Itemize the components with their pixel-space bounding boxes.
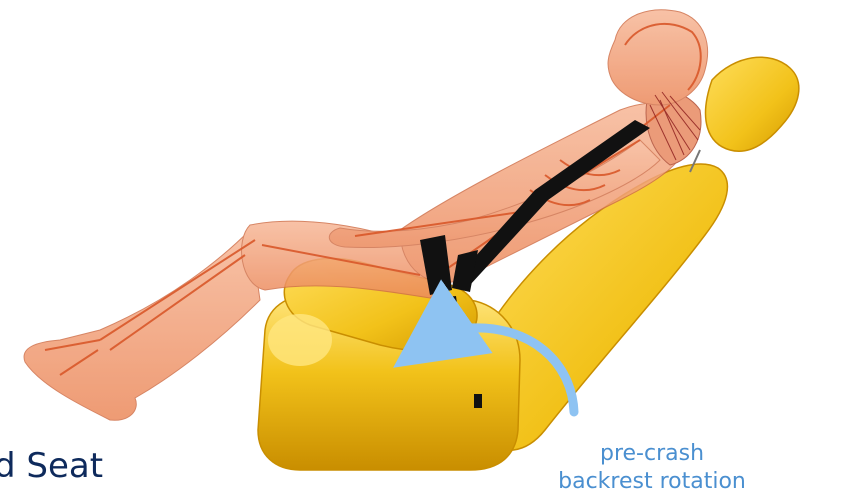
caption-line-1: pre-crash xyxy=(528,440,776,468)
seat-headrest xyxy=(706,57,799,151)
seat-highlight xyxy=(268,314,332,366)
partial-title-text: d Seat xyxy=(0,446,103,486)
seat-buckle-slot xyxy=(474,394,482,408)
caption-line-2: backrest rotation xyxy=(528,468,776,496)
rotation-caption: pre-crash backrest rotation xyxy=(528,440,776,496)
